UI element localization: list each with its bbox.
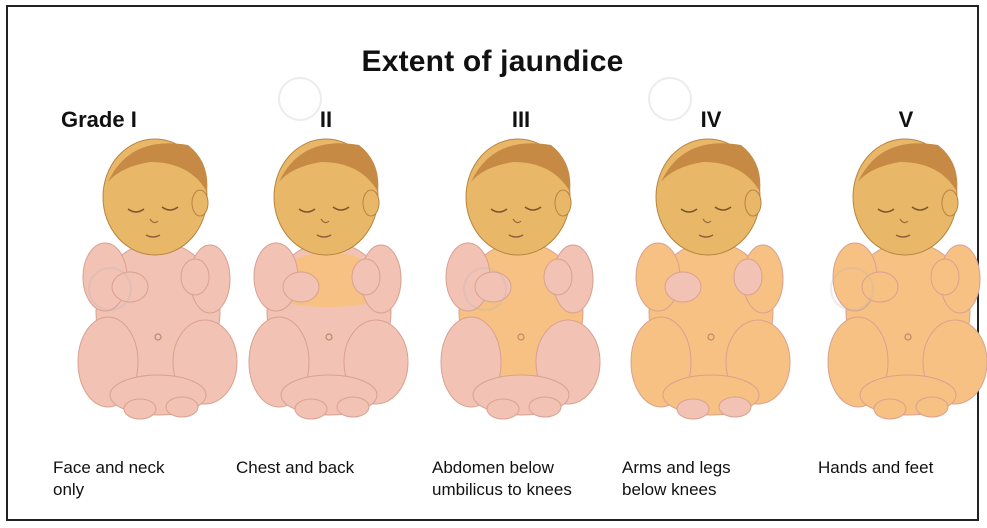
right-hand: [544, 259, 572, 295]
left-hand: [283, 272, 319, 302]
right-foot: [337, 397, 369, 417]
grade-label-5: V: [811, 107, 987, 133]
left-foot: [295, 399, 327, 419]
left-hand: [665, 272, 701, 302]
watermark-swirl: [463, 267, 507, 311]
diagram-frame: Extent of jaundice Grade I II III IV V F…: [6, 5, 979, 521]
caption-grade-3: Abdomen below umbilicus to knees: [432, 457, 592, 501]
baby-illustration-grade-3: [433, 137, 613, 427]
ear: [363, 190, 379, 216]
right-hand: [181, 259, 209, 295]
diagram-title: Extent of jaundice: [8, 45, 977, 79]
grade-label-4: IV: [616, 107, 806, 133]
watermark-swirl: [830, 267, 874, 311]
baby-illustration-grade-4: [623, 137, 803, 427]
ear: [745, 190, 761, 216]
watermark-swirl: [88, 267, 132, 311]
right-hand: [352, 259, 380, 295]
right-foot: [719, 397, 751, 417]
grade-label-2: II: [231, 107, 421, 133]
caption-grade-5: Hands and feet: [818, 457, 987, 479]
left-foot: [487, 399, 519, 419]
right-foot: [916, 397, 948, 417]
right-foot: [529, 397, 561, 417]
left-foot: [124, 399, 156, 419]
right-foot: [166, 397, 198, 417]
caption-grade-2: Chest and back: [236, 457, 416, 479]
caption-grade-1: Face and neck only: [53, 457, 193, 501]
grade-label-1: Grade I: [61, 107, 251, 133]
right-hand: [931, 259, 959, 295]
caption-grade-4: Arms and legs below knees: [622, 457, 772, 501]
left-foot: [874, 399, 906, 419]
right-hand: [734, 259, 762, 295]
watermark-swirl: [278, 77, 322, 121]
left-foot: [677, 399, 709, 419]
ear: [942, 190, 958, 216]
ear: [555, 190, 571, 216]
ear: [192, 190, 208, 216]
baby-illustration-grade-2: [241, 137, 421, 427]
grade-label-3: III: [426, 107, 616, 133]
watermark-swirl: [648, 77, 692, 121]
